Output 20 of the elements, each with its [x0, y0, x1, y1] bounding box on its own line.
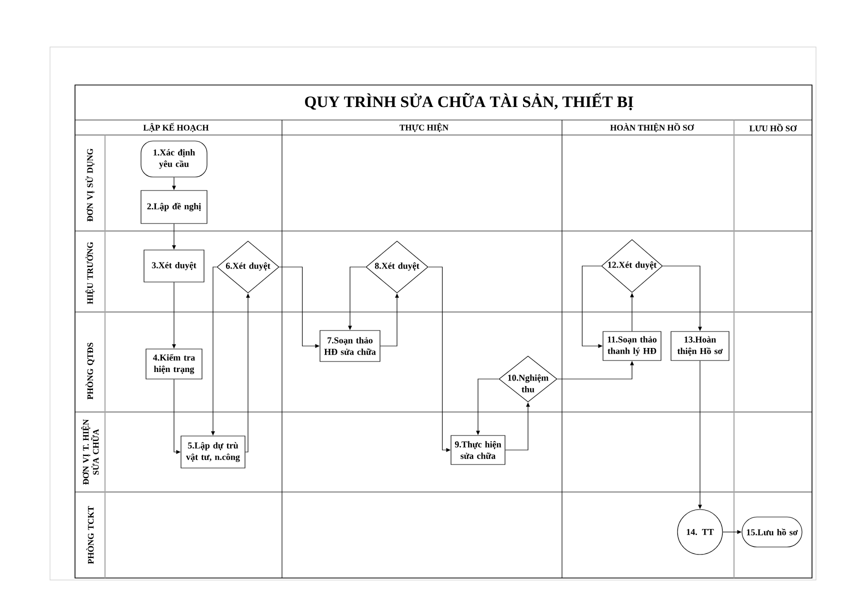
title: QUY TRÌNH SỬA CHỮA TÀI SẢN, THIẾT BỊ [305, 92, 634, 110]
process-box: 9.Thực hiện sửa chữa [450, 435, 506, 465]
lane-label: ĐƠN VỊ T. HIỆN SỬA CHỮA [81, 419, 99, 485]
lane-label: PHÒNG QTĐS [86, 342, 94, 400]
process-box: 5.Lập dự trù vật tư, n.công [180, 436, 246, 468]
process-box: 2.Lập đề nghị [140, 190, 208, 224]
terminal-box: 1.Xác định yêu cầu [140, 140, 208, 178]
column-header: LẬP KẾ HOẠCH [143, 122, 209, 132]
column-header: HOÀN THIỆN HỒ SƠ [610, 122, 694, 132]
process-box: 13.Hoàn thiện Hồ sơ [670, 331, 730, 361]
lane-label: PHÒNG TCKT [86, 506, 94, 564]
lane-label: HIỆU TRƯỞNG [86, 242, 95, 304]
lane-label: ĐƠN VỊ SỬ DỤNG [86, 148, 94, 222]
process-box: 7.Soạn thảo HĐ sửa chữa [320, 330, 380, 362]
process-box: 4.Kiểm tra hiện trạng [146, 348, 202, 380]
column-header: LƯU HỒ SƠ [749, 124, 797, 132]
terminal-box: 15.Lưu hồ sơ [742, 516, 802, 548]
column-header: THỰC HIỆN [400, 123, 448, 132]
process-box: 3.Xét duyệt [144, 250, 204, 282]
process-box: 11.Soạn thảo thanh lý HĐ [602, 331, 662, 361]
